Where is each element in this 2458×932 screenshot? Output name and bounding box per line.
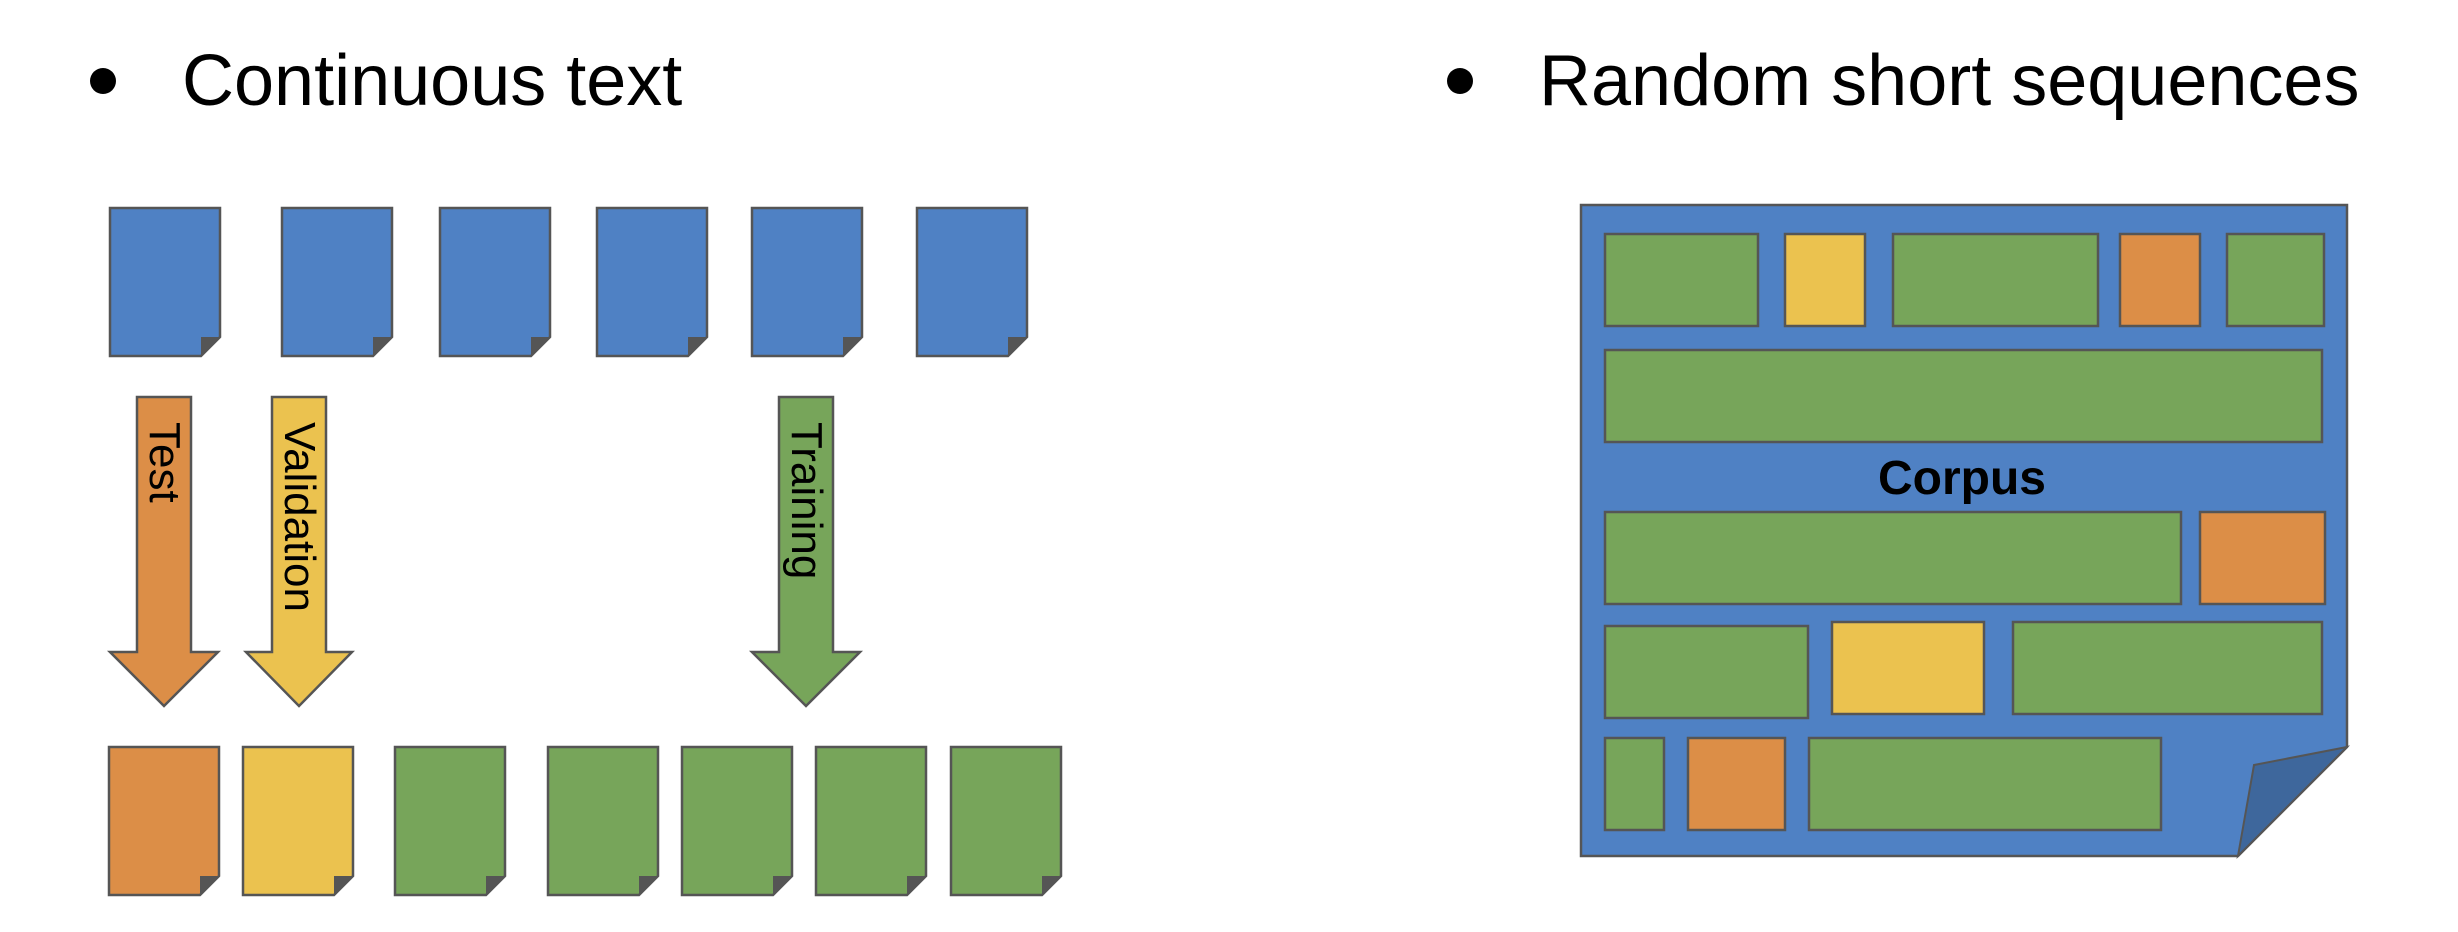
validation-arrow: Validation xyxy=(243,395,355,708)
page-fold-icon xyxy=(200,876,219,895)
document-icon xyxy=(280,206,394,358)
document-icon xyxy=(438,206,552,358)
test-sequence xyxy=(2198,510,2327,606)
test-label: Test xyxy=(140,422,189,503)
right-heading: Random short sequences xyxy=(1539,41,2360,121)
training-label: Training xyxy=(782,422,831,579)
page-fold-icon xyxy=(531,337,550,356)
bullet-point-icon xyxy=(1447,68,1473,94)
test-sequence xyxy=(2118,232,2202,328)
page-fold-icon xyxy=(688,337,707,356)
document-icon xyxy=(915,206,1029,358)
page-fold-icon xyxy=(639,876,658,895)
left-bullet-item: Continuous text xyxy=(90,40,682,122)
training-sequence xyxy=(2011,620,2324,716)
document-icon xyxy=(750,206,864,358)
page-fold-icon xyxy=(773,876,792,895)
training-document-icon xyxy=(546,745,660,897)
down-arrow-icon xyxy=(748,395,864,708)
bullet-point-icon xyxy=(90,68,116,94)
training-document-icon xyxy=(680,745,794,897)
sequence-row-3 xyxy=(1603,510,2327,606)
training-sequence xyxy=(1603,348,2324,444)
training-document-icon xyxy=(814,745,928,897)
sequence-row-1 xyxy=(1603,232,2326,328)
page-fold-icon xyxy=(201,337,220,356)
down-arrow-icon xyxy=(106,395,222,708)
validation-label: Validation xyxy=(275,422,324,612)
split-documents xyxy=(107,745,1063,897)
page-fold-icon xyxy=(334,876,353,895)
validation-sequence xyxy=(1783,232,1867,328)
sequence-row-4 xyxy=(1603,620,2324,720)
training-sequence xyxy=(1603,232,1760,328)
document-icon xyxy=(108,206,222,358)
training-sequence xyxy=(2225,232,2326,328)
source-documents xyxy=(108,206,1029,358)
page-fold-icon xyxy=(1042,876,1061,895)
down-arrow-icon xyxy=(243,395,355,708)
training-sequence xyxy=(1603,736,1666,832)
test-arrow: Test xyxy=(106,395,222,708)
sequence-row-2 xyxy=(1603,348,2324,444)
training-arrow: Training xyxy=(748,395,864,708)
page-fold-icon xyxy=(843,337,862,356)
sequence-row-5 xyxy=(1603,736,2163,832)
validation-document-icon xyxy=(241,745,355,897)
document-icon xyxy=(595,206,709,358)
page-fold-icon xyxy=(907,876,926,895)
training-sequence xyxy=(1603,624,1810,720)
training-sequence xyxy=(1891,232,2100,328)
right-bullet-item: Random short sequences xyxy=(1447,40,2359,122)
training-document-icon xyxy=(949,745,1063,897)
page-fold-icon xyxy=(373,337,392,356)
training-document-icon xyxy=(393,745,507,897)
corpus-label: Corpus xyxy=(1878,452,2046,505)
training-sequence xyxy=(1603,510,2183,606)
test-document-icon xyxy=(107,745,221,897)
validation-sequence xyxy=(1830,620,1986,716)
corpus-document: Corpus xyxy=(1579,203,2351,859)
training-sequence xyxy=(1807,736,2163,832)
left-heading: Continuous text xyxy=(182,41,683,121)
page-curl-icon xyxy=(2236,745,2351,859)
page-fold-icon xyxy=(486,876,505,895)
test-sequence xyxy=(1686,736,1787,832)
page-fold-icon xyxy=(1008,337,1027,356)
